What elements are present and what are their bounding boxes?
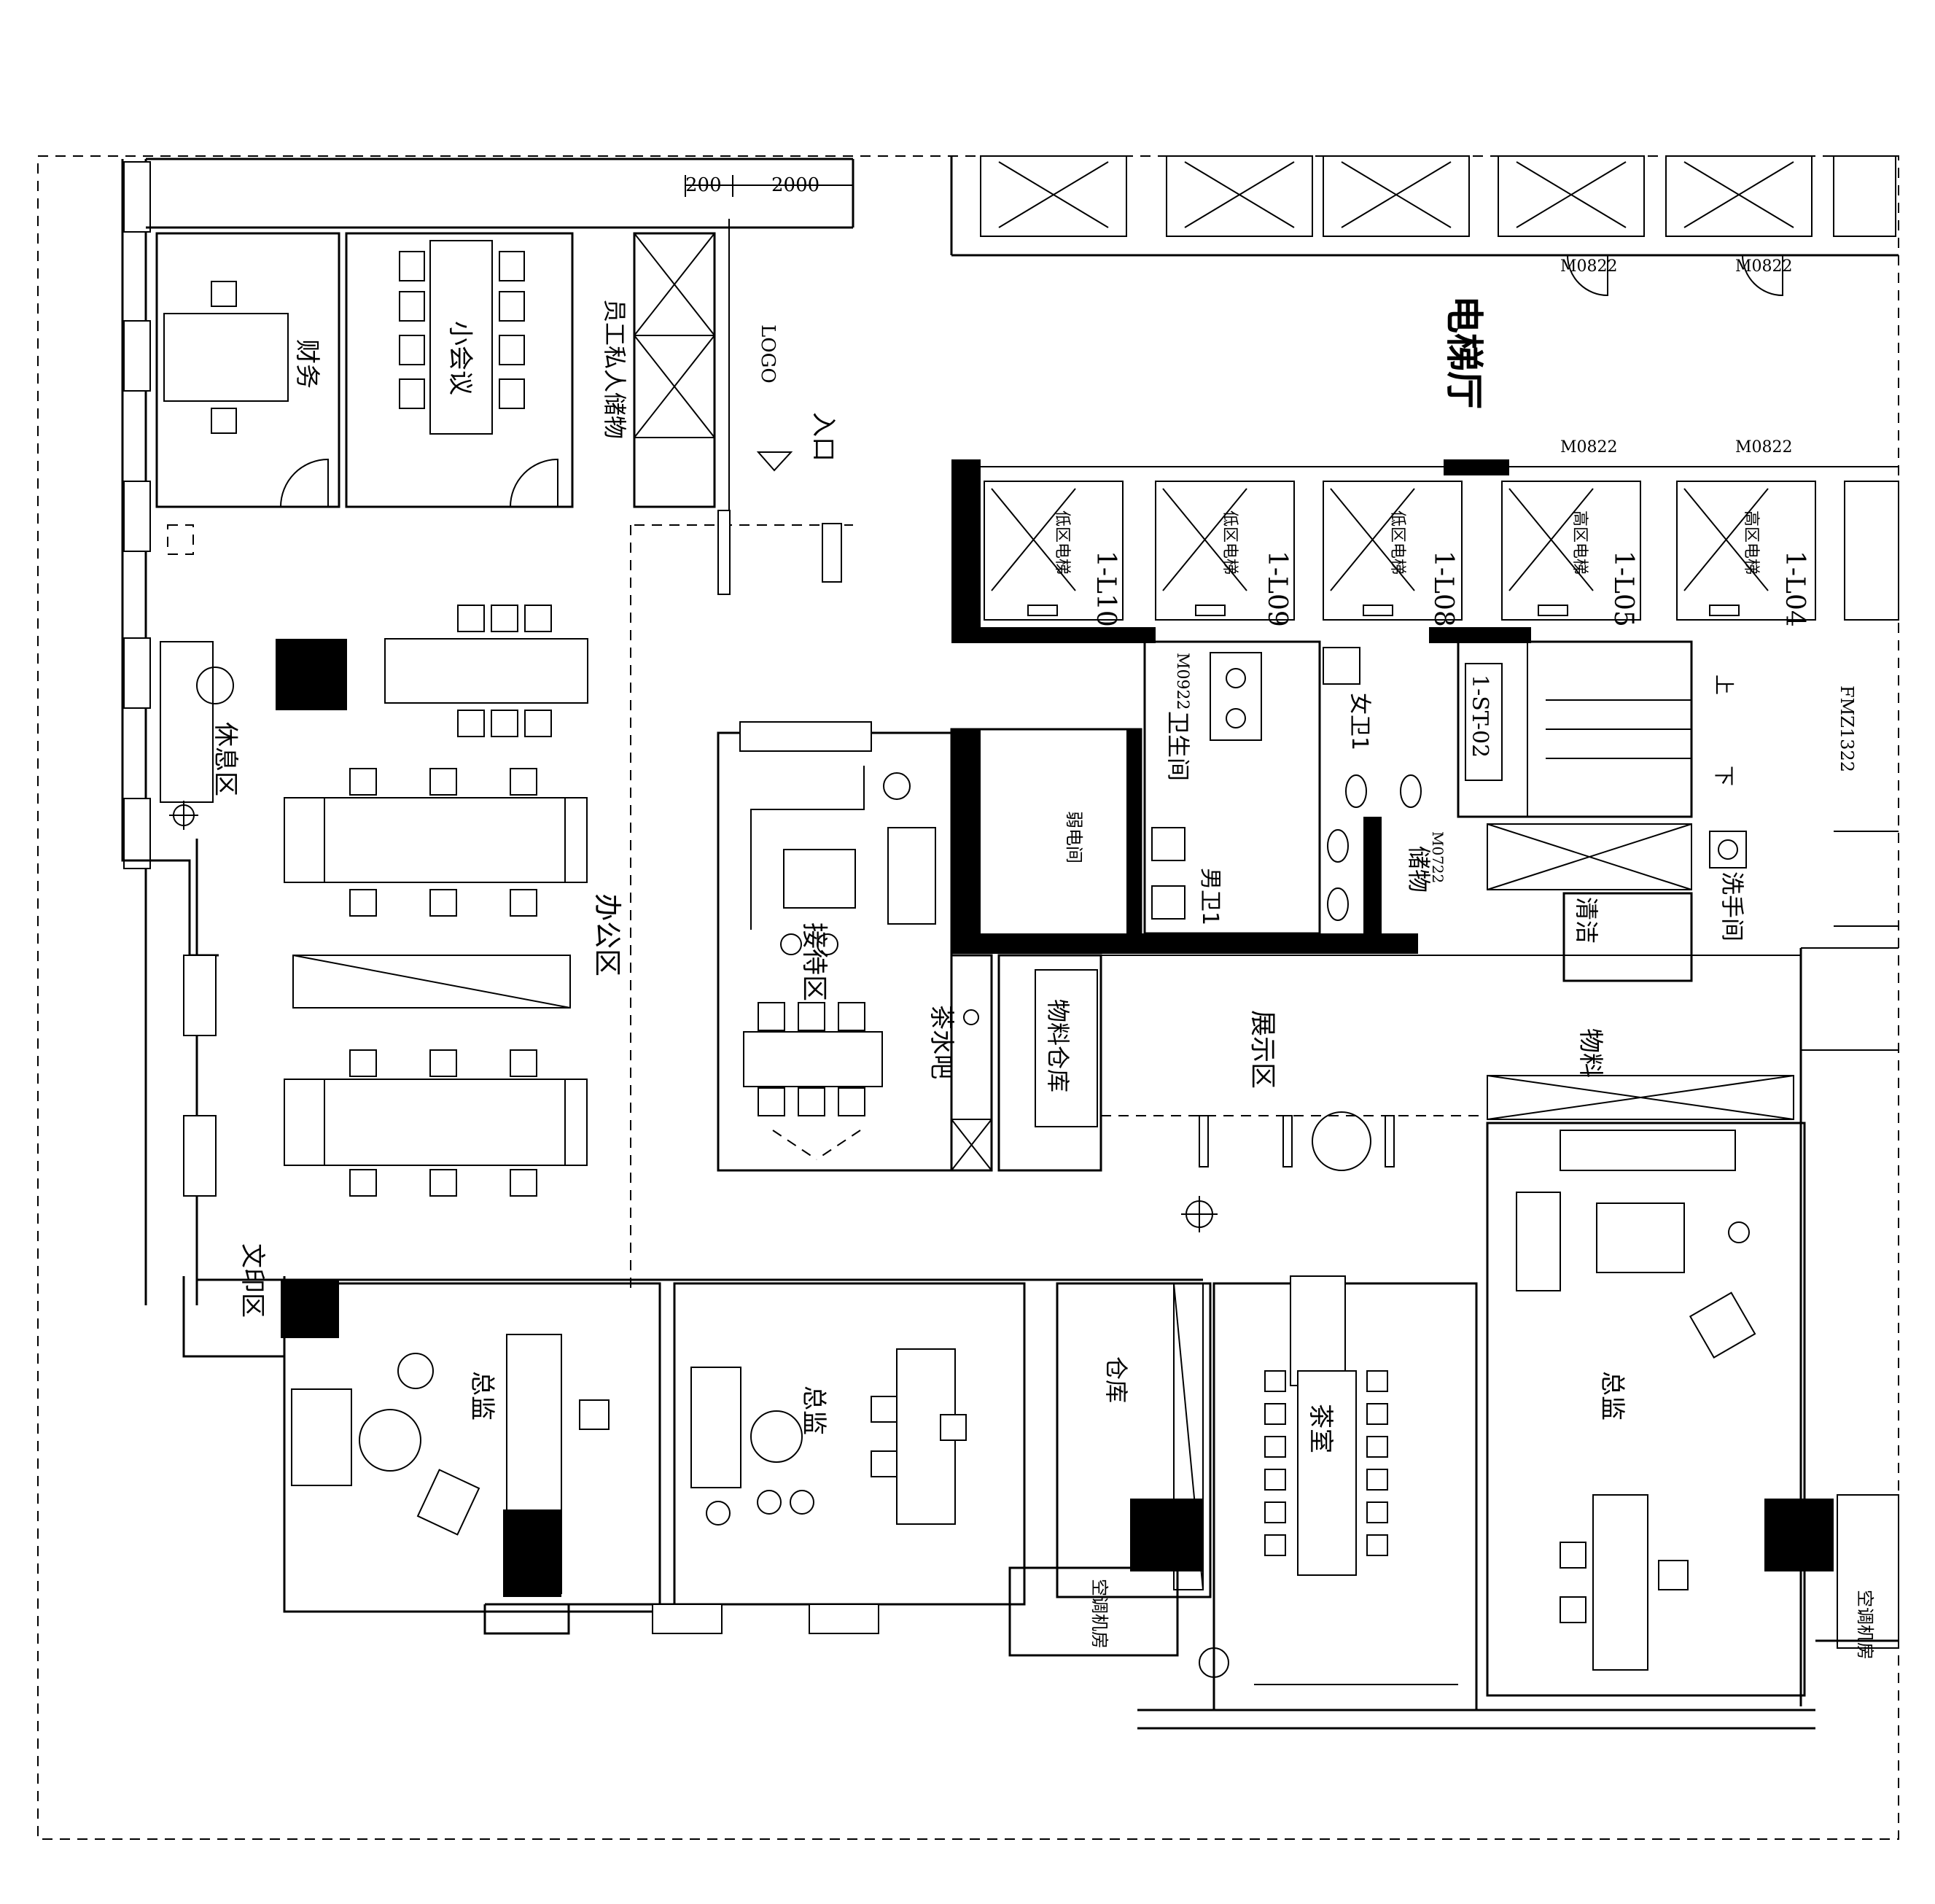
rest-area-label: 休息区 — [211, 722, 240, 796]
warehouse: 仓库 — [1056, 1282, 1212, 1598]
ac-room-2: 空调机房 — [1837, 1494, 1899, 1660]
south-facade — [483, 1603, 1899, 1730]
elevator-code-l10: 1-L10 — [1091, 551, 1121, 627]
elevator-block — [951, 459, 1899, 643]
director-1-label: 总监 — [467, 1371, 497, 1421]
dimension-2000: 2000 — [771, 174, 819, 196]
stair-core: 1-ST-02 上 下 FMZ1322 — [1457, 640, 1857, 818]
door-m0922: M0922 — [1173, 653, 1191, 710]
print-area-label: 文印区 — [238, 1243, 267, 1318]
ac-room-1: 空调机房 — [1008, 1566, 1179, 1657]
ac-room-1-label: 空调机房 — [1089, 1579, 1110, 1649]
materials-strip: 物料 — [1487, 1028, 1794, 1120]
ac-room-2-label: 空调机房 — [1855, 1590, 1875, 1660]
elevator-zone-l09: 低区电梯 — [1220, 510, 1239, 575]
west-window-wall — [121, 159, 286, 1358]
elevator-code-l05: 1-L05 — [1608, 551, 1638, 627]
door-fmz1322: FMZ1322 — [1837, 685, 1857, 772]
elevator-zone-l10: 低区电梯 — [1053, 510, 1071, 575]
restroom-label: 卫生间 — [1164, 711, 1192, 781]
tea-bar: 茶水吧 — [927, 954, 993, 1172]
warehouse-label: 仓库 — [1102, 1356, 1130, 1403]
small-meeting-room: 小会议 — [345, 232, 574, 508]
door-m0722: M0722 — [1429, 831, 1447, 883]
director-3-label: 总监 — [1597, 1371, 1627, 1421]
elevator-code-l09: 1-L09 — [1262, 551, 1292, 627]
stair-up-label: 上 — [1712, 675, 1736, 695]
storage-label: 储物 — [1405, 846, 1433, 893]
entrance-area: LOGO 入口 — [634, 219, 853, 595]
display-area-label: 展示区 — [1247, 1010, 1277, 1089]
door-m0822-c: M0822 — [1560, 438, 1618, 456]
north-wall: 200 2000 — [146, 158, 854, 229]
staff-storage-label: 员工私人储物 — [601, 299, 628, 439]
tea-bar-label: 茶水吧 — [927, 1005, 956, 1079]
display-area: 展示区 — [1101, 955, 1801, 1171]
materials-label: 物料 — [1576, 1028, 1605, 1078]
entrance-label: 入口 — [809, 412, 838, 462]
washroom-label: 洗手间 — [1718, 871, 1746, 941]
reception-label: 接待区 — [799, 922, 829, 1001]
elevator-code-l08: 1-L08 — [1428, 551, 1458, 627]
finance-label: 财务 — [292, 339, 322, 389]
small-meeting-label: 小会议 — [445, 321, 475, 395]
finance-room: 财务 — [155, 232, 340, 508]
director-office-1: 总监 — [283, 1282, 661, 1613]
weak-electric-room: 弱电间 — [950, 728, 1418, 954]
cleaning-washroom: 清洁 洗手间 — [1487, 823, 1747, 982]
cleaning-label: 清洁 — [1573, 897, 1600, 944]
entrance-arrow-icon — [756, 451, 793, 472]
elevator-zone-l08: 低区电梯 — [1388, 510, 1406, 575]
office-area: 办公区 — [276, 605, 623, 1197]
elevator-hall-north: M0822 M0822 — [950, 155, 1899, 297]
logo-label: LOGO — [757, 325, 779, 384]
tea-room-label: 茶室 — [1306, 1404, 1335, 1453]
material-warehouse: 物料仓库 — [997, 954, 1102, 1172]
restroom-block: M0922 卫生间 女卫1 男卫1 储物 M0722 — [1143, 640, 1447, 935]
female-wc-label: 女卫1 — [1347, 693, 1372, 750]
crosshair-icon — [169, 801, 1218, 1232]
director-office-3: 总监 — [1486, 1122, 1834, 1697]
tea-room: 茶室 — [1199, 1275, 1478, 1711]
print-area-column — [281, 1280, 339, 1338]
rest-area: 休息区 — [160, 524, 240, 803]
reception-area: 接待区 — [717, 721, 953, 1172]
drawing-boundary — [37, 155, 1899, 1840]
male-wc-label: 男卫1 — [1197, 868, 1223, 925]
dimension-200: 200 — [685, 174, 722, 196]
elevator-hall-label: 电梯厅 — [1441, 295, 1485, 409]
director-2-label: 总监 — [799, 1386, 828, 1435]
stair-code-label: 1-ST-02 — [1467, 675, 1492, 758]
stair-down-label: 下 — [1712, 766, 1736, 786]
office-area-label: 办公区 — [591, 893, 623, 976]
elevator-code-l04: 1-L04 — [1780, 551, 1810, 627]
material-warehouse-label: 物料仓库 — [1044, 999, 1072, 1092]
director-office-2: 总监 — [673, 1282, 1026, 1606]
elevator-zone-l04: 高区电梯 — [1742, 510, 1760, 575]
elevator-zone-l05: 高区电梯 — [1570, 510, 1589, 575]
weak-electric-label: 弱电间 — [1064, 811, 1084, 863]
east-wall — [1799, 831, 1899, 1706]
staff-storage: 员工私人储物 — [601, 232, 716, 508]
door-m0822-d: M0822 — [1735, 438, 1793, 456]
